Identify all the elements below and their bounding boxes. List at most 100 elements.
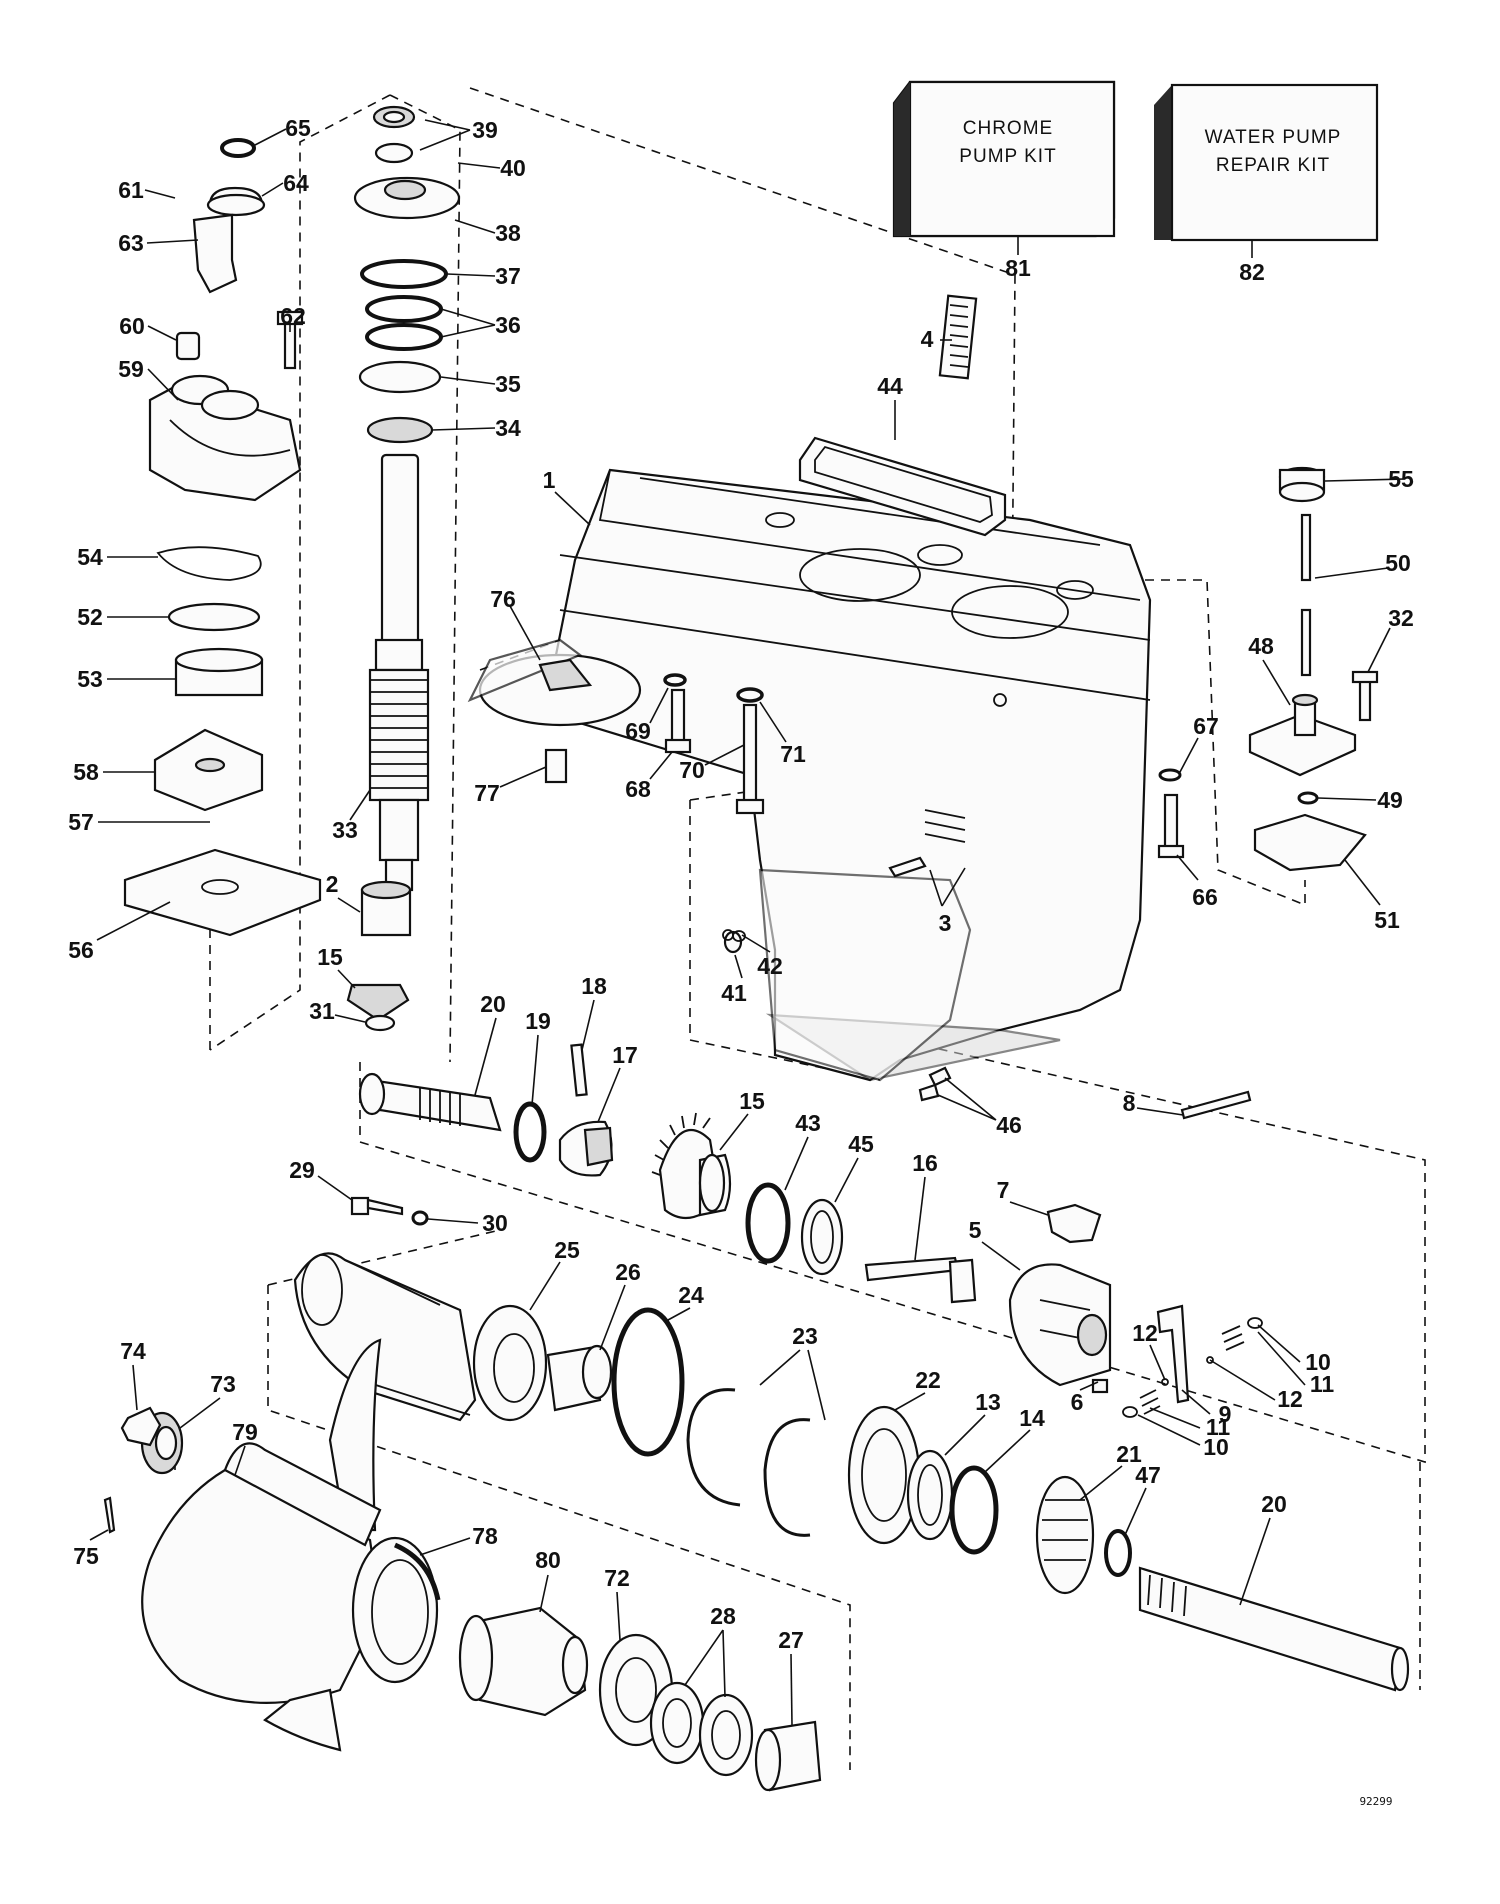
water-kit-line2: REPAIR KIT: [1216, 155, 1330, 176]
callout-61: 61: [118, 177, 144, 203]
callout-50: 50: [1385, 550, 1411, 576]
callout-54: 54: [77, 544, 103, 570]
callout-labels: 1234567891010111112121314151516171819202…: [68, 115, 1414, 1653]
callout-11: 11: [1206, 1414, 1231, 1440]
callout-46: 46: [996, 1112, 1022, 1138]
plate-76: [467, 638, 642, 784]
callout-20: 20: [1261, 1491, 1287, 1517]
bottom-bearings: [458, 1606, 822, 1792]
callout-10: 10: [1305, 1349, 1331, 1375]
callout-60: 60: [119, 313, 145, 339]
chrome-kit-line2: PUMP KIT: [959, 146, 1056, 167]
callout-47: 47: [1135, 1462, 1161, 1488]
chrome-pump-kit-box: CHROME PUMP KIT: [892, 80, 1116, 238]
callout-23: 23: [792, 1323, 818, 1349]
callout-9: 9: [1219, 1401, 1232, 1427]
callout-24: 24: [678, 1282, 704, 1308]
bearing-housing-group: [293, 1252, 685, 1457]
propeller-group: [103, 1338, 441, 1752]
callout-77: 77: [474, 780, 500, 806]
callout-7: 7: [997, 1177, 1010, 1203]
callout-12: 12: [1132, 1320, 1158, 1346]
forward-gear-group: [651, 1112, 844, 1276]
callout-39: 39: [472, 117, 498, 143]
callout-13: 13: [975, 1389, 1001, 1415]
callout-70: 70: [679, 757, 705, 783]
callout-71: 71: [780, 741, 806, 767]
bolt-29: [350, 1196, 429, 1226]
chrome-kit-line1: CHROME: [963, 118, 1053, 139]
callout-15: 15: [317, 944, 343, 970]
callout-42: 42: [757, 953, 783, 979]
callout-31: 31: [309, 998, 335, 1024]
callout-59: 59: [118, 356, 144, 382]
callout-20: 20: [480, 991, 506, 1017]
callout-5: 5: [969, 1217, 982, 1243]
water-pump-kit-box: WATER PUMP REPAIR KIT: [1154, 83, 1379, 242]
callout-41: 41: [721, 980, 747, 1006]
callout-76: 76: [490, 586, 516, 612]
callout-74: 74: [120, 1338, 146, 1364]
callout-3: 3: [939, 910, 952, 936]
retaining-rings: [686, 1388, 999, 1555]
callout-1: 1: [543, 467, 556, 493]
gasket-44: [798, 436, 1007, 537]
callout-49: 49: [1377, 787, 1403, 813]
callout-62: 62: [280, 303, 306, 329]
callout-79: 79: [232, 1419, 258, 1445]
callout-56: 56: [68, 937, 94, 963]
pinion-shaft-assembly: [358, 1043, 614, 1177]
callout-35: 35: [495, 371, 521, 397]
callout-25: 25: [554, 1237, 580, 1263]
callout-12: 12: [1277, 1386, 1303, 1412]
callout-36: 36: [495, 312, 521, 338]
right-side-parts: [1157, 466, 1379, 872]
callout-16: 16: [912, 1150, 938, 1176]
water-screen-4: [938, 294, 978, 380]
callout-37: 37: [495, 263, 521, 289]
callout-32: 32: [1388, 605, 1414, 631]
callout-81: 81: [1005, 255, 1031, 281]
callout-65: 65: [285, 115, 311, 141]
water-pump-parts: [123, 138, 322, 937]
callout-53: 53: [77, 666, 103, 692]
callout-8: 8: [1123, 1090, 1136, 1116]
bolts-68-70: [663, 673, 765, 815]
callout-55: 55: [1388, 466, 1414, 492]
callout-29: 29: [289, 1157, 315, 1183]
callout-15: 15: [739, 1088, 765, 1114]
callout-4: 4: [921, 326, 934, 352]
callout-28: 28: [710, 1603, 736, 1629]
callout-33: 33: [332, 817, 358, 843]
callout-45: 45: [848, 1131, 874, 1157]
callout-64: 64: [283, 170, 309, 196]
callout-40: 40: [500, 155, 526, 181]
callout-27: 27: [778, 1627, 804, 1653]
callout-43: 43: [795, 1110, 821, 1136]
callout-18: 18: [581, 973, 607, 999]
callout-80: 80: [535, 1547, 561, 1573]
callout-14: 14: [1019, 1405, 1045, 1431]
callout-34: 34: [495, 415, 521, 441]
callout-51: 51: [1374, 907, 1400, 933]
callout-67: 67: [1193, 713, 1219, 739]
callout-57: 57: [68, 809, 94, 835]
water-kit-line1: WATER PUMP: [1205, 127, 1342, 148]
reverse-gear-prop-shaft: [1035, 1475, 1410, 1692]
callout-2: 2: [326, 871, 339, 897]
callout-44: 44: [877, 373, 903, 399]
leader-lines: [89, 119, 1406, 1726]
shift-parts: [864, 1090, 1263, 1418]
center-small-parts: [722, 856, 952, 1102]
callout-10: 10: [1203, 1434, 1229, 1460]
callout-68: 68: [625, 776, 651, 802]
figure-number: 92299: [1359, 1795, 1392, 1808]
callout-6: 6: [1071, 1389, 1084, 1415]
callout-26: 26: [615, 1259, 641, 1285]
callout-69: 69: [625, 718, 651, 744]
callout-21: 21: [1116, 1441, 1142, 1467]
callout-58: 58: [73, 759, 99, 785]
callout-22: 22: [915, 1367, 941, 1393]
